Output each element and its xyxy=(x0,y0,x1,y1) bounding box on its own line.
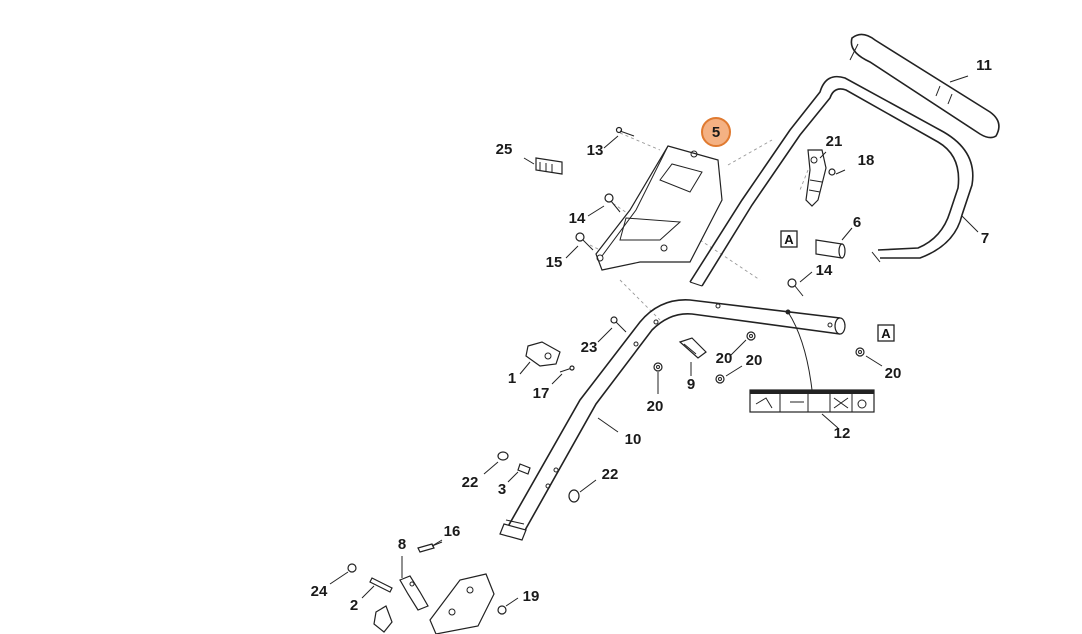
callout-20-c: 20 xyxy=(885,365,902,382)
callout-9: 9 xyxy=(687,376,695,393)
callout-17: 17 xyxy=(533,385,550,402)
callout-20-d: 20 xyxy=(647,398,664,415)
bushing-2[interactable] xyxy=(369,577,393,593)
washer-22-right xyxy=(568,489,580,503)
svg-text:A: A xyxy=(881,326,891,341)
reference-marker-a-left: A xyxy=(780,230,798,248)
upper-handle[interactable] xyxy=(689,75,974,287)
screw-13[interactable] xyxy=(615,126,635,137)
callout-22-left: 22 xyxy=(462,474,479,491)
callout-20-a: 20 xyxy=(716,350,733,367)
svg-text:A: A xyxy=(784,232,794,247)
callout-21: 21 xyxy=(826,133,843,150)
callout-10: 10 xyxy=(625,431,642,448)
callout-15: 15 xyxy=(546,254,563,271)
screw-14-upper[interactable] xyxy=(604,193,621,213)
cable-adjuster[interactable] xyxy=(678,337,707,359)
pin-3[interactable] xyxy=(517,463,531,475)
callout-3: 3 xyxy=(498,481,506,498)
callout-19: 19 xyxy=(523,588,540,605)
callout-8: 8 xyxy=(398,536,406,553)
highlight-circle xyxy=(701,117,731,147)
cable-lever[interactable] xyxy=(805,149,827,207)
lever-8[interactable] xyxy=(399,575,429,611)
callout-labels: 5 11 21 18 25 13 14 6 7 15 14 23 20 20 1… xyxy=(311,57,992,614)
bracket[interactable] xyxy=(429,573,495,634)
washer-18 xyxy=(828,168,836,176)
callout-23: 23 xyxy=(581,339,598,356)
callout-12: 12 xyxy=(834,425,851,442)
callout-13: 13 xyxy=(587,142,604,159)
knob[interactable] xyxy=(373,605,393,633)
callout-24: 24 xyxy=(311,583,328,600)
warning-label xyxy=(749,311,875,413)
bolt-16[interactable] xyxy=(417,541,443,553)
callout-18: 18 xyxy=(858,152,875,169)
callout-6: 6 xyxy=(853,214,861,231)
callout-16: 16 xyxy=(444,523,461,540)
washer-22-left xyxy=(497,451,509,461)
callout-7: 7 xyxy=(981,230,989,247)
callout-1: 1 xyxy=(508,370,516,387)
cover-panel[interactable] xyxy=(595,145,723,271)
screw-23[interactable] xyxy=(610,316,627,333)
callout-14-lower: 14 xyxy=(816,262,833,279)
callout-14-upper: 14 xyxy=(569,210,586,227)
reference-marker-a-right: A xyxy=(877,324,895,342)
nut-19 xyxy=(497,605,507,615)
callout-5: 5 xyxy=(712,124,720,141)
lower-handle[interactable] xyxy=(499,299,846,541)
callout-22-right: 22 xyxy=(602,466,619,483)
callout-11: 11 xyxy=(976,57,992,74)
screw-15[interactable] xyxy=(575,232,594,251)
callout-25: 25 xyxy=(496,141,513,158)
leader-lines xyxy=(329,75,979,607)
callout-20-b: 20 xyxy=(746,352,763,369)
callout-2: 2 xyxy=(350,597,358,614)
cable-clip[interactable] xyxy=(535,157,563,175)
nuts-20 xyxy=(653,331,865,384)
nut-24 xyxy=(347,563,357,573)
clamp-lever[interactable] xyxy=(525,341,561,367)
handle-grip[interactable] xyxy=(849,33,1000,139)
connector-sleeve[interactable] xyxy=(815,239,846,259)
screw-17[interactable] xyxy=(559,365,575,373)
screw-14-lower[interactable] xyxy=(787,278,804,297)
